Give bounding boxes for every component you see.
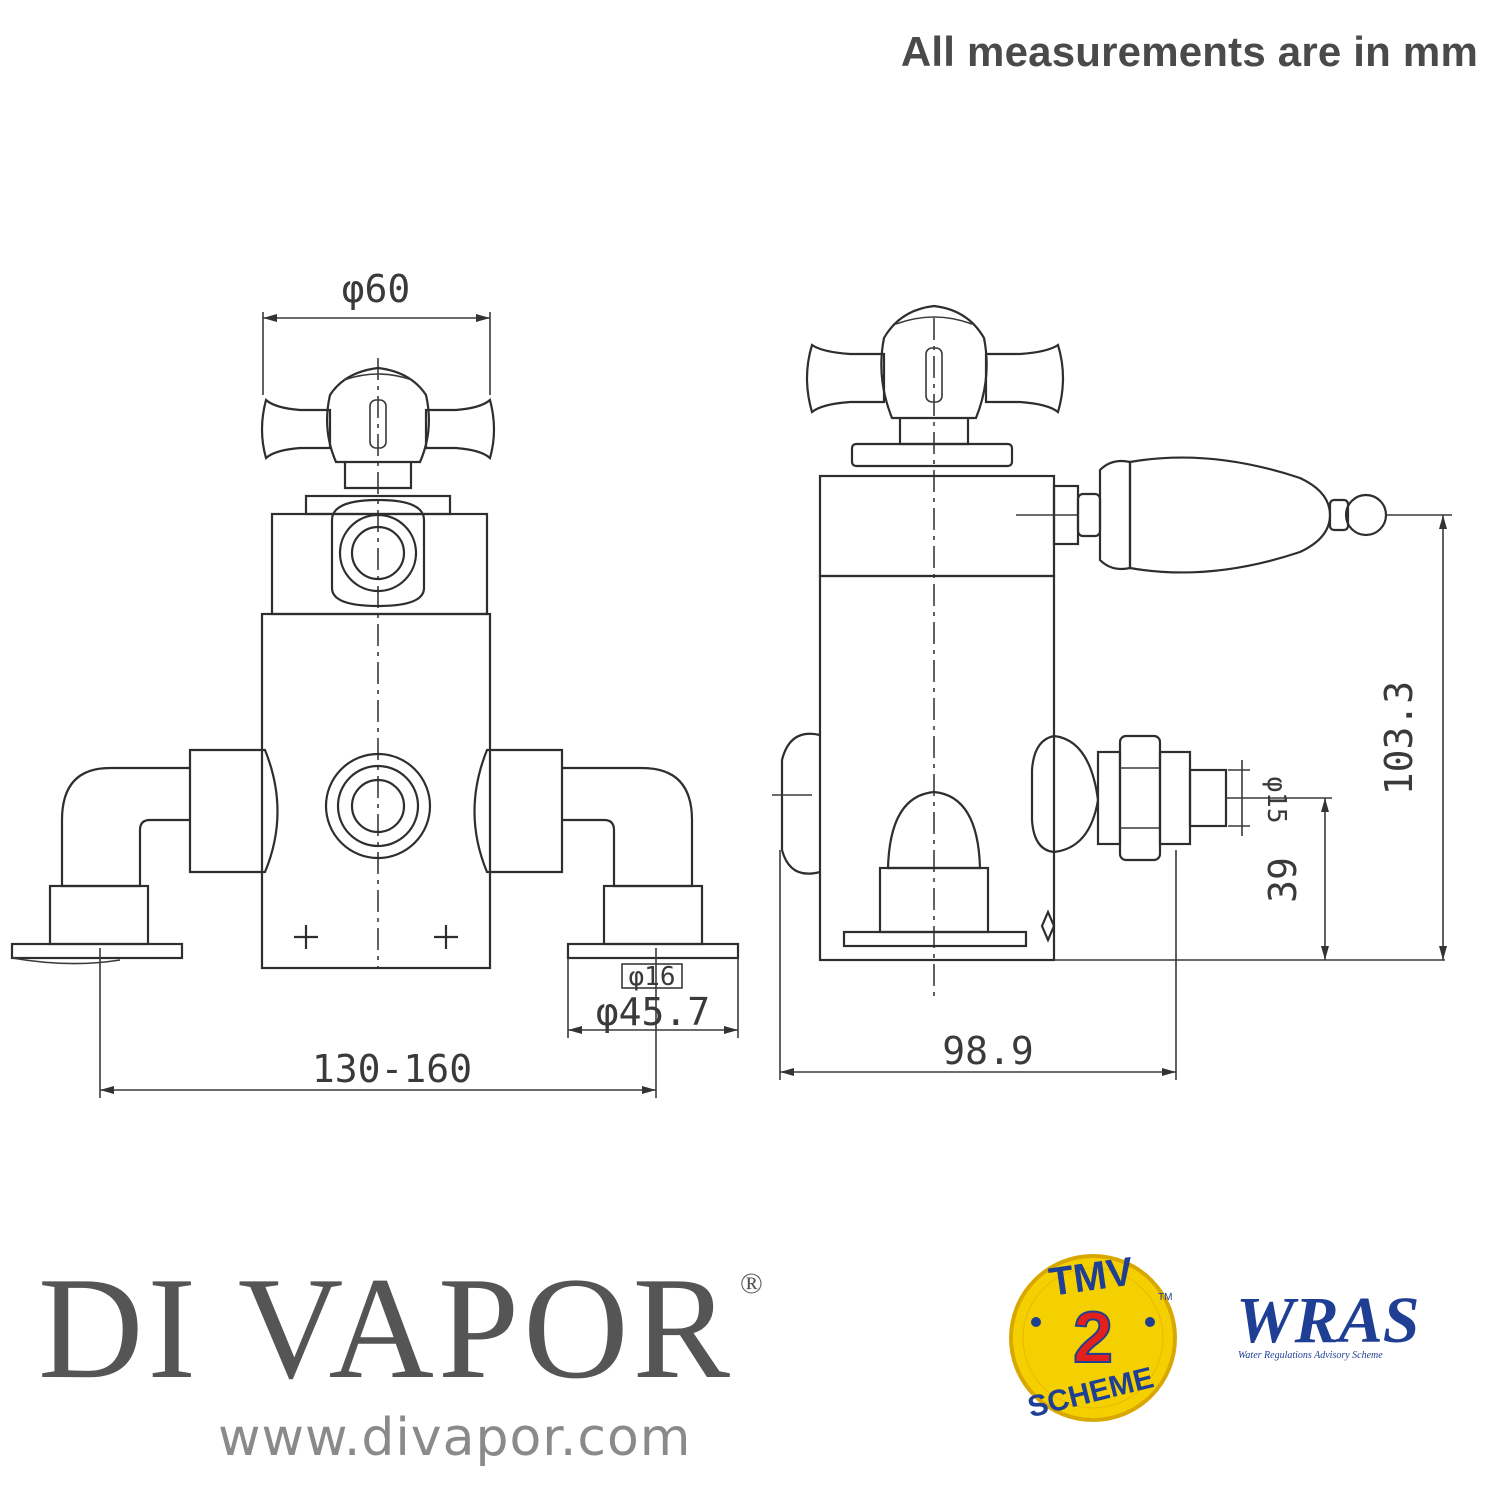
wras-logo: WRAS Water Regulations Advisory Scheme [1236,1284,1419,1361]
dim-side-depth: 98.9 [942,1029,1034,1073]
technical-drawing: φ60 [10,267,1452,1098]
dim-inlet-centres: 130-160 [312,1047,472,1091]
brand-url: www.divapor.com [218,1408,692,1468]
dim-outlet-height: 39 [1261,857,1305,903]
dim-flange-inner: φ16 [629,962,676,992]
tmv-number: 2 [1073,1298,1113,1378]
wras-name: WRAS [1236,1284,1419,1357]
dim-front-width: φ60 [342,267,411,311]
brand-logo: DI VAPOR® [38,1255,767,1401]
front-view: φ60 [10,267,740,1098]
measurements-note: All measurements are in mm [900,28,1478,75]
tmv2-scheme-logo: TMV 2 SCHEME TM [1009,1249,1177,1424]
wras-subtitle: Water Regulations Advisory Scheme [1238,1350,1383,1361]
dim-side-height: 103.3 [1377,681,1421,795]
dim-flange-outer: φ45.7 [596,990,710,1034]
brand-name: DI VAPOR [38,1247,734,1409]
dim-outlet-dia: φ15 [1261,777,1291,824]
registered-mark: ® [740,1267,767,1300]
tmv-tm: TM [1158,1292,1172,1303]
side-view: φ15 39 103.3 98.9 [772,304,1452,1080]
